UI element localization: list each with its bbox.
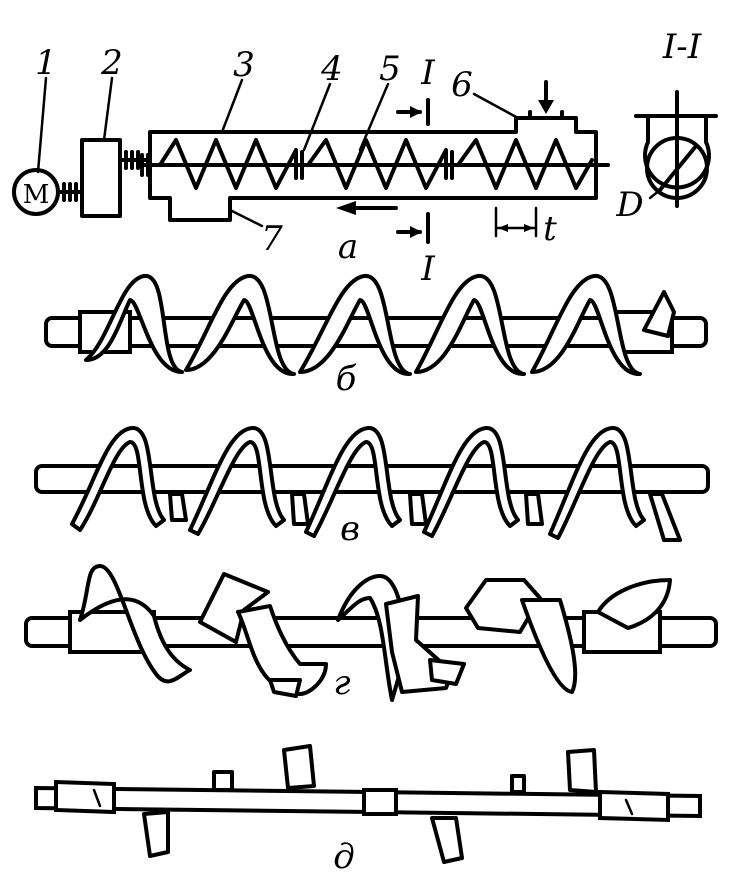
label-7: 7 [261, 219, 283, 259]
coupling-2 [118, 150, 152, 170]
leader-2 [102, 76, 114, 142]
flights-b [84, 274, 676, 377]
leader-5 [358, 82, 390, 152]
leader-6 [472, 92, 520, 120]
screw-section-3 [456, 138, 594, 190]
view-label-d: д [333, 837, 355, 877]
paddles-d [142, 744, 598, 864]
intermediate-bearings [294, 150, 454, 180]
section-label-top: I [420, 53, 435, 93]
dimension-t: t [543, 209, 557, 249]
screw-section-1 [158, 138, 298, 190]
dimension-a: a [338, 227, 358, 267]
label-5: 5 [379, 49, 401, 89]
end-bearing [140, 153, 150, 177]
label-1: 1 [35, 43, 57, 83]
shaft-v [34, 464, 710, 494]
screw-view-v: в [34, 426, 710, 549]
label-4: 4 [320, 49, 343, 89]
screw-view-b: б [44, 274, 708, 399]
leader-4 [302, 82, 332, 152]
leader-1 [36, 76, 48, 174]
screw-section-2 [306, 138, 448, 190]
conveyor-schematic: M [12, 43, 610, 289]
gearbox [80, 138, 122, 218]
leader-7 [228, 208, 264, 228]
screw-view-g: г [24, 564, 718, 703]
flights-v [70, 426, 682, 542]
view-label-v: в [340, 509, 360, 549]
section-title: I-I [662, 27, 702, 67]
label-3: 3 [233, 45, 255, 85]
motor-symbol: M [23, 180, 50, 210]
screw-view-d: д [34, 744, 702, 877]
label-6: 6 [451, 65, 473, 105]
label-2: 2 [100, 43, 123, 83]
flights-g [78, 564, 672, 702]
coupling-1 [56, 182, 82, 202]
pitch-dimension [494, 206, 538, 238]
section-label-bottom: I [420, 249, 435, 289]
view-label-b: б [336, 359, 357, 399]
dimension-D: D [615, 185, 643, 225]
inlet-sides [528, 110, 564, 120]
section-diameter-line [658, 144, 698, 192]
leader-3 [220, 78, 244, 134]
section-view: I-I D [615, 27, 718, 225]
view-label-g: г [333, 663, 350, 703]
motor: M [12, 168, 60, 216]
